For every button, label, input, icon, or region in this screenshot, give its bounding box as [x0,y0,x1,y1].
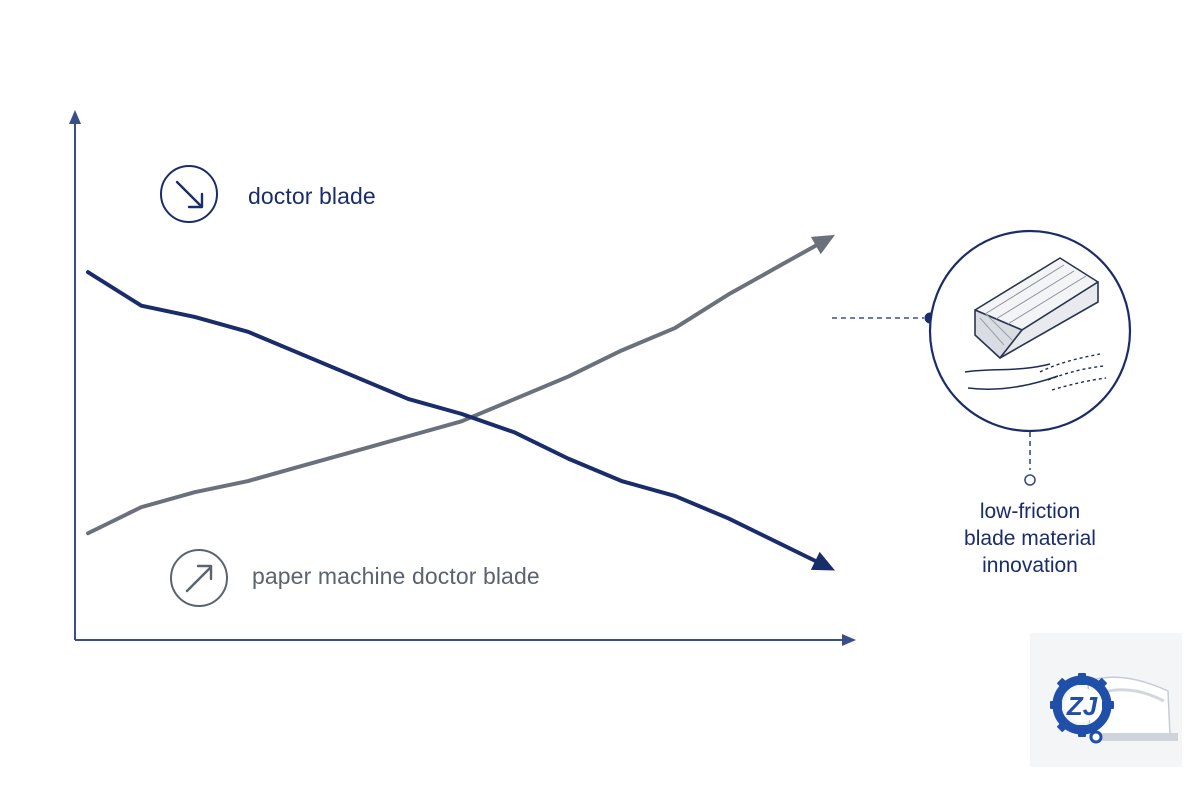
annotation-callout: low-friction blade material innovation [930,498,1130,579]
doctor-blade-closeup-illustration [928,229,1132,433]
x-axis-arrowhead [842,634,856,646]
y-axis-arrowhead [69,110,81,124]
gear-logo-icon: ZJ [1050,673,1178,744]
arrow-up-right-icon [170,549,228,607]
annotation-line-3: innovation [982,554,1078,577]
series-line-doctor-blade [86,270,818,563]
series-label-doctor-blade: doctor blade [248,183,376,209]
company-logo: ZJ [1030,633,1182,767]
series-line-paper-machine-doctor-blade [86,243,818,536]
series-arrowhead-paper-machine-doctor-blade [810,234,835,255]
annotation-line-1: low-friction [979,500,1081,523]
axes [69,110,856,646]
annotation-line-2: blade material [964,527,1096,550]
series-label-paper-machine-doctor-blade: paper machine doctor blade [252,563,540,589]
logo-text: ZJ [1066,691,1098,721]
series-arrowhead-doctor-blade [810,551,835,571]
arrow-down-right-icon [160,165,218,223]
